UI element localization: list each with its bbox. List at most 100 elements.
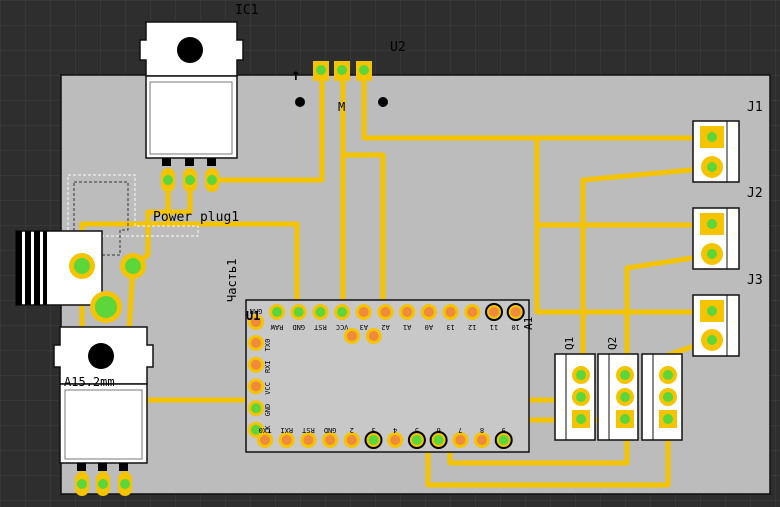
pin-core — [358, 307, 369, 317]
pin-core — [510, 307, 521, 317]
pin-label-bottom: GND — [324, 426, 337, 434]
pin-label-left: BLK — [264, 425, 272, 438]
pin-core — [315, 307, 326, 317]
pin-label-left: GND — [264, 404, 272, 417]
transistor-q2[interactable] — [597, 353, 639, 441]
ic1-regulator[interactable] — [139, 21, 244, 166]
pin-core — [260, 435, 270, 445]
pin-core — [251, 424, 261, 435]
pin-core — [477, 435, 487, 445]
pin-label-top: A0 — [425, 323, 433, 331]
pin-core — [445, 307, 456, 317]
pin-label-top: RST — [313, 323, 326, 331]
pin-core — [293, 307, 304, 317]
terminal-j3[interactable] — [692, 294, 740, 357]
u2-connector[interactable] — [313, 61, 372, 81]
ic1-label: IC1 — [235, 3, 258, 18]
pin-core — [423, 307, 434, 317]
pin-core — [337, 307, 348, 317]
trace — [425, 417, 671, 488]
q1-label: Q1 — [563, 337, 576, 350]
pin-core — [281, 435, 292, 445]
pin-core — [272, 307, 282, 317]
pin-label-left: VCC — [264, 382, 272, 395]
u2-arrow: ↑ — [291, 65, 301, 84]
pin-label-left: TX0 — [264, 339, 272, 352]
pin-core — [402, 307, 413, 317]
pin-label-grn: GRN — [250, 307, 263, 315]
pin-core — [251, 359, 261, 370]
pin-label-bottom: 9 — [502, 426, 506, 434]
pin-core — [251, 338, 261, 348]
u2-dot-left — [295, 97, 305, 107]
pin-core — [390, 435, 401, 445]
dc-jack-label: A15.2mm — [64, 375, 115, 389]
pin-label-bottom: 5 — [415, 426, 419, 434]
pin-label-top: 11 — [490, 323, 498, 331]
pin-label-top: 12 — [468, 323, 476, 331]
pin-label-top: GND — [292, 323, 305, 331]
pin-label-bottom: 4 — [393, 426, 397, 434]
trace — [534, 135, 715, 315]
pin-label-bottom: 6 — [436, 426, 440, 434]
pin-core — [467, 307, 478, 317]
pin-core — [433, 435, 444, 445]
trace — [580, 165, 715, 383]
pin-label-bottom: 7 — [458, 426, 462, 434]
pin-core — [251, 317, 261, 327]
power-plug-label: Power plug1 — [153, 210, 239, 225]
terminal-j2[interactable] — [692, 207, 740, 270]
pin-label-bottom: 8 — [480, 426, 484, 434]
pin-label-bottom: 2 — [350, 426, 354, 434]
transistor-q1[interactable] — [554, 353, 596, 441]
j1-label: J1 — [747, 100, 763, 115]
pin-label-top: 10 — [511, 323, 519, 331]
pin-label-top: VCC — [336, 323, 349, 331]
pin-core — [251, 381, 261, 392]
pin-label-top: A3 — [360, 323, 368, 331]
pin-label-bottom: RXI — [280, 426, 293, 434]
pin-core — [411, 435, 422, 445]
pin-label-bottom: TX0 — [259, 426, 272, 434]
pin-core — [368, 331, 379, 341]
pin-label-top: A1 — [403, 323, 411, 331]
trace — [209, 65, 325, 183]
pin-core — [380, 307, 391, 317]
pin-label-top: A2 — [381, 323, 389, 331]
regulator-bottom[interactable] — [53, 326, 154, 496]
pin-core — [498, 435, 509, 445]
ic1-pads — [161, 168, 219, 192]
pin-label-top: RAW — [270, 323, 283, 331]
j2-label: J2 — [747, 186, 763, 201]
arduino-top-pins: RAW GND RST VCC A3 A2 A1 A0 13 12 11 10 GRN — [250, 303, 525, 344]
pin-core — [346, 435, 357, 445]
pin-core — [347, 331, 357, 341]
pin-core — [303, 435, 314, 445]
dc-jack[interactable] — [15, 230, 146, 323]
arduino-pro-mini[interactable] — [245, 299, 530, 453]
arduino-bottom-pins: TX0 RXI RST GND 2 3 4 5 6 7 8 9 — [257, 426, 513, 449]
u2-label: U2 — [390, 40, 406, 55]
pin-core — [368, 435, 379, 445]
a1-label: A1 — [522, 317, 535, 330]
pin-core — [251, 403, 261, 414]
transistor-q3[interactable] — [641, 353, 683, 441]
pin-label-bottom: 3 — [371, 426, 375, 434]
pin-label-top: 13 — [446, 323, 454, 331]
terminal-j1[interactable] — [692, 120, 740, 183]
u1-label: U1 — [246, 309, 260, 323]
pin-label-bottom: RST — [301, 426, 314, 434]
trace — [340, 65, 386, 315]
pin-core — [455, 435, 466, 445]
trace — [361, 65, 715, 141]
q2-label: Q2 — [606, 337, 619, 350]
u2-dot-right — [378, 97, 388, 107]
chast-label: Часть1 — [225, 259, 239, 302]
trace — [145, 221, 300, 315]
pin-label-left: RXI — [264, 360, 272, 373]
pin-core — [325, 435, 336, 445]
trace — [624, 252, 715, 383]
motor-label: M — [338, 100, 345, 114]
